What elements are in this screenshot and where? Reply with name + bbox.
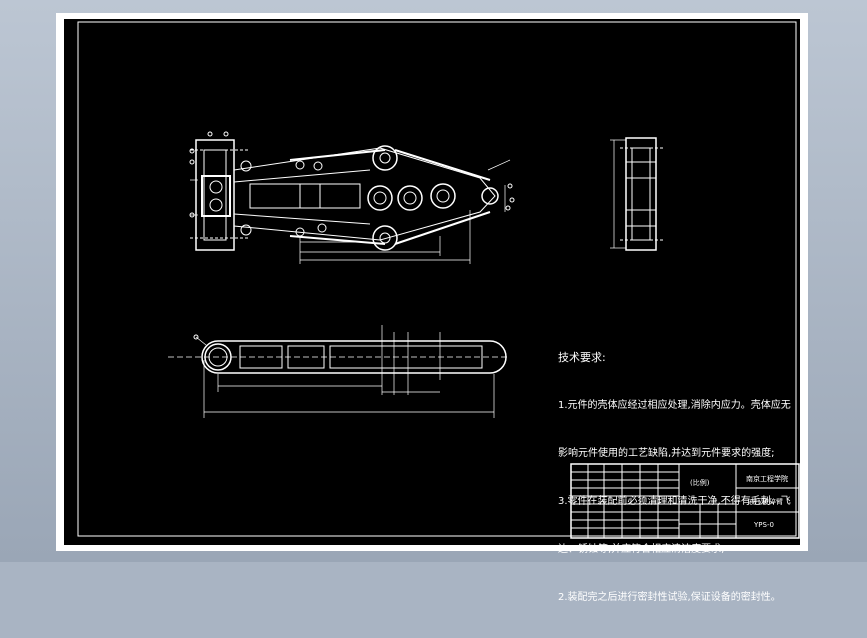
inner-frame bbox=[77, 21, 797, 537]
technical-requirement-line-3: 3.零件在装配前必须清理和清洗干净,不得有毛刺、飞 bbox=[558, 496, 791, 507]
bottom-link-part bbox=[168, 325, 510, 418]
technical-requirement-line-5: 2.装配完之后进行密封性试验,保证设备的密封性。 bbox=[558, 592, 781, 603]
title-block-code: YPS-0 bbox=[753, 521, 774, 529]
title-block bbox=[570, 463, 800, 539]
technical-requirements: 技术要求: 1.元件的壳体应经过相应处理,消除内应力。壳体应无 影响元件使用的工… bbox=[558, 318, 791, 638]
cad-drawing-canvas: (比例) 南京工程学院 液压破碎臂 YPS-0 bbox=[77, 21, 800, 539]
side-view-component bbox=[610, 137, 664, 251]
title-block-scale-label: (比例) bbox=[690, 478, 710, 487]
top-view-assembly bbox=[189, 131, 515, 264]
title-block-drawing-name: 液压破碎臂 bbox=[748, 497, 783, 506]
drawing-border bbox=[62, 17, 802, 547]
technical-requirement-line-2: 影响元件使用的工艺缺陷,并达到元件要求的强度; bbox=[558, 448, 775, 459]
title-block-school: 南京工程学院 bbox=[746, 474, 788, 483]
drawing-sheet bbox=[56, 13, 808, 551]
technical-requirement-line-4: 边、锈蚀等,并应符合相应清洁度要求; bbox=[558, 544, 725, 555]
technical-requirements-heading: 技术要求: bbox=[558, 351, 606, 364]
technical-requirement-line-1: 1.元件的壳体应经过相应处理,消除内应力。壳体应无 bbox=[558, 400, 791, 411]
viewport: (比例) 南京工程学院 液压破碎臂 YPS-0 技术要求: 1.元件的壳体应经过… bbox=[0, 0, 867, 603]
